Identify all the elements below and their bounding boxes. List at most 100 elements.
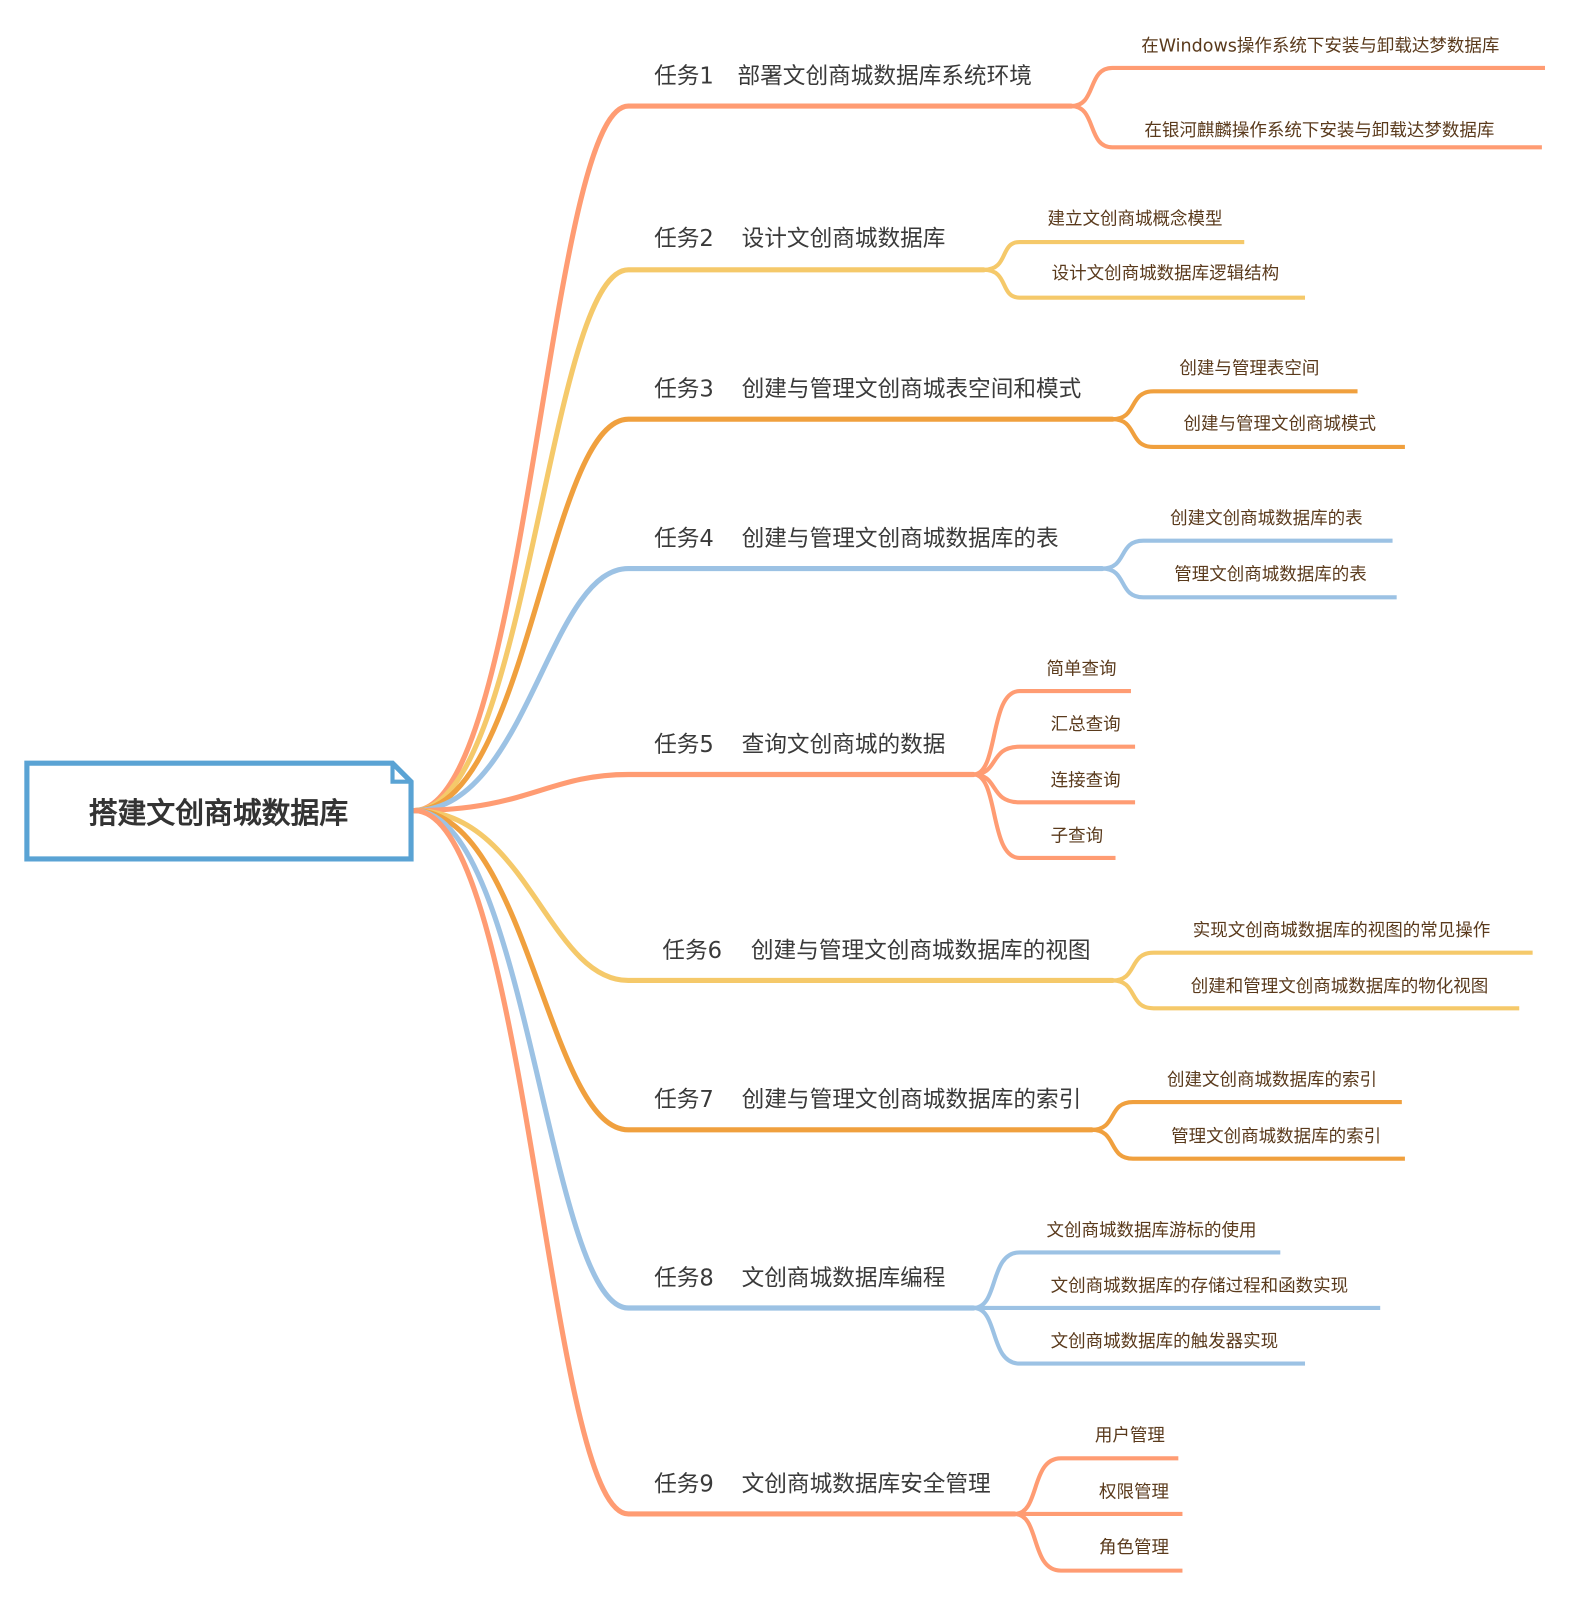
task-branch-7[interactable]: 任务7 创建与管理文创商城数据库的索引 创建文创商城数据库的索引管理文创商城数据库的…: [411, 807, 1405, 1161]
task-number: 任务3: [654, 377, 714, 403]
subtopic-connector: [1070, 65, 1545, 109]
subtopic-connector: [973, 744, 1136, 777]
subtopic-connector: [1101, 566, 1397, 600]
subtopic-connector: [1014, 1456, 1179, 1517]
subtopic-connector: [1112, 417, 1405, 450]
subtopic-label: 文创商城数据库游标的使用: [1047, 1220, 1257, 1241]
subtopic-label: 设计文创商城数据库逻辑结构: [1052, 264, 1280, 284]
subtopic-item[interactable]: 建立文创商城概念模型: [983, 209, 1245, 272]
subtopic-item[interactable]: 子查询: [972, 772, 1116, 860]
folded-corner-icon: [390, 763, 412, 784]
task-title: 创建与管理文创商城数据库的视图: [751, 938, 1091, 964]
subtopic-item[interactable]: 创建文创商城数据库的表: [1101, 509, 1393, 571]
task-number: 任务7: [654, 1087, 714, 1113]
task-number: 任务6: [662, 938, 722, 964]
subtopic-label: 权限管理: [1099, 1482, 1169, 1502]
subtopic-connector: [1112, 950, 1533, 983]
task-title: 创建与管理文创商城数据库的表: [742, 526, 1059, 552]
subtopic-connector: [1101, 538, 1393, 571]
subtopic-connector: [1112, 389, 1358, 422]
branch-connector: [411, 807, 1115, 984]
subtopic-label: 文创商城数据库的触发器实现: [1051, 1332, 1279, 1352]
subtopic-label: 用户管理: [1095, 1426, 1165, 1446]
task-branch-6[interactable]: 任务6 创建与管理文创商城数据库的视图 实现文创商城数据库的视图的常见操作创建和管理…: [411, 807, 1533, 1011]
subtopic-label: 创建和管理文创商城数据库的物化视图: [1191, 977, 1489, 997]
subtopic-item[interactable]: 创建与管理表空间: [1112, 359, 1358, 422]
branch-connector: [411, 103, 1074, 814]
subtopic-label: 连接查询: [1051, 771, 1121, 791]
subtopic-label: 子查询: [1051, 826, 1104, 846]
subtopic-item[interactable]: 文创商城数据库的存储过程和函数实现: [973, 1277, 1381, 1311]
task-title: 查询文创商城的数据: [742, 732, 946, 758]
subtopic-label: 管理文创商城数据库的索引: [1171, 1127, 1381, 1147]
subtopic-connector: [1112, 978, 1520, 1011]
task-title: 创建与管理文创商城表空间和模式: [742, 377, 1082, 403]
task-title: 创建与管理文创商城数据库的索引: [742, 1087, 1082, 1113]
branches: 任务1 部署文创商城数据库系统环境 在Windows操作系统下安装与卸载达梦数据库在…: [411, 36, 1545, 1573]
subtopic-connector: [1091, 1099, 1402, 1132]
subtopic-label: 创建文创商城数据库的索引: [1167, 1071, 1377, 1091]
subtopic-item[interactable]: 用户管理: [1014, 1426, 1179, 1517]
branch-connector: [411, 267, 987, 814]
subtopic-label: 实现文创商城数据库的视图的常见操作: [1193, 921, 1491, 941]
subtopic-connector: [972, 772, 1116, 860]
root-box: [24, 760, 414, 862]
subtopic-connector: [1014, 1511, 1183, 1573]
subtopic-item[interactable]: 设计文创商城数据库逻辑结构: [983, 264, 1306, 300]
root-title: 搭建文创商城数据库: [89, 796, 348, 830]
branch-connector: [411, 807, 1018, 1517]
subtopic-item[interactable]: 角色管理: [1014, 1511, 1183, 1573]
subtopic-label: 角色管理: [1099, 1538, 1169, 1558]
subtopic-item[interactable]: 管理文创商城数据库的表: [1101, 565, 1397, 600]
subtopic-item[interactable]: 权限管理: [1014, 1482, 1183, 1517]
task-title: 设计文创商城数据库: [742, 226, 946, 252]
task-number: 任务2: [654, 226, 714, 252]
branch-connector: [411, 565, 1105, 814]
subtopic-label: 建立文创商城概念模型: [1048, 209, 1223, 230]
subtopic-label: 创建与管理文创商城模式: [1183, 414, 1375, 434]
task-branch-8[interactable]: 任务8 文创商城数据库编程 文创商城数据库游标的使用文创商城数据库的存储过程和函数实…: [411, 807, 1381, 1366]
subtopic-label: 在银河麒麟操作系统下安装与卸载达梦数据库: [1144, 121, 1494, 141]
task-number: 任务5: [654, 732, 714, 758]
subtopic-item[interactable]: 在Windows操作系统下安装与卸载达梦数据库: [1070, 36, 1545, 109]
branch-connector: [411, 771, 976, 814]
subtopic-item[interactable]: 创建文创商城数据库的索引: [1091, 1071, 1402, 1132]
subtopic-label: 简单查询: [1047, 660, 1117, 680]
subtopic-item[interactable]: 文创商城数据库游标的使用: [973, 1220, 1281, 1311]
subtopic-connector: [983, 267, 1306, 300]
subtopic-item[interactable]: 实现文创商城数据库的视图的常见操作: [1112, 921, 1533, 983]
task-branch-1[interactable]: 任务1 部署文创商城数据库系统环境 在Windows操作系统下安装与卸载达梦数据库在…: [411, 36, 1545, 814]
subtopic-label: 汇总查询: [1051, 715, 1121, 735]
subtopic-label: 创建与管理表空间: [1179, 359, 1319, 379]
task-number: 任务8: [654, 1265, 714, 1291]
branch-connector: [411, 807, 1095, 1133]
subtopic-connector: [972, 689, 1131, 777]
task-number: 任务4: [654, 526, 714, 552]
subtopic-item[interactable]: 创建与管理文创商城模式: [1112, 414, 1405, 450]
task-title: 部署文创商城数据库系统环境: [738, 63, 1032, 89]
subtopic-connector: [1091, 1127, 1405, 1161]
subtopic-label: 管理文创商城数据库的表: [1174, 565, 1367, 585]
subtopic-label: 文创商城数据库的存储过程和函数实现: [1051, 1277, 1349, 1297]
task-number: 任务9: [654, 1471, 714, 1497]
subtopic-connector: [973, 1305, 1306, 1366]
subtopic-item[interactable]: 创建和管理文创商城数据库的物化视图: [1112, 977, 1520, 1011]
task-number: 任务1: [654, 63, 714, 89]
branch-connector: [411, 807, 976, 1311]
subtopic-label: 在Windows操作系统下安装与卸载达梦数据库: [1141, 36, 1499, 56]
root-node[interactable]: 搭建文创商城数据库: [24, 760, 414, 862]
task-title: 文创商城数据库编程: [742, 1265, 946, 1291]
subtopic-item[interactable]: 汇总查询: [973, 715, 1136, 777]
subtopic-item[interactable]: 文创商城数据库的触发器实现: [973, 1305, 1306, 1366]
task-title: 文创商城数据库安全管理: [742, 1471, 991, 1497]
subtopic-item[interactable]: 在银河麒麟操作系统下安装与卸载达梦数据库: [1070, 104, 1542, 150]
subtopic-item[interactable]: 管理文创商城数据库的索引: [1091, 1127, 1405, 1161]
subtopic-item[interactable]: 简单查询: [972, 660, 1131, 777]
subtopic-item[interactable]: 连接查询: [973, 771, 1136, 805]
